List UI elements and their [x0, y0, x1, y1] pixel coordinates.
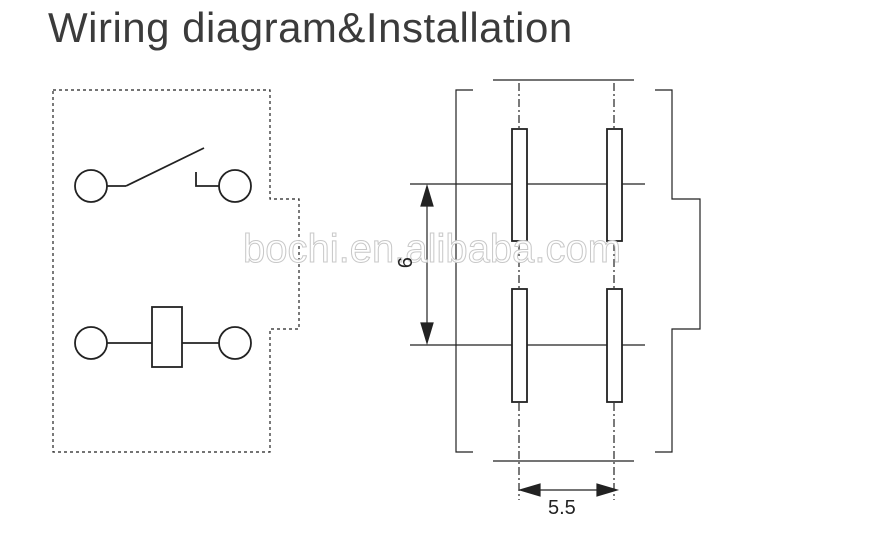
- vertical-dimension: [420, 183, 434, 346]
- watermark: bochi.en.alibaba.com: [242, 227, 622, 272]
- left-bracket: [455, 89, 473, 453]
- switch-symbol: [74, 147, 252, 203]
- footprint-panel: [410, 79, 701, 500]
- vertical-arrowhead-top: [420, 183, 434, 207]
- horizontal-dimension-label: 5.5: [548, 497, 576, 519]
- pin-pad: [511, 288, 528, 403]
- coil-body: [151, 306, 183, 368]
- schematic-outline: [52, 89, 300, 453]
- switch-terminal-left: [74, 169, 108, 203]
- pin-pads: [511, 128, 623, 403]
- vertical-dimension-label: 9: [393, 256, 416, 269]
- pin-pad: [606, 128, 623, 242]
- horizontal-arrowhead-right: [596, 483, 620, 497]
- switch-terminal-right: [218, 169, 252, 203]
- page-title: Wiring diagram&Installation: [48, 4, 573, 51]
- pin-pad: [511, 128, 528, 242]
- switch-blade: [125, 147, 205, 187]
- horizontal-dimension: [517, 483, 620, 497]
- coil-terminal-left: [74, 326, 108, 360]
- coil-terminal-right: [218, 326, 252, 360]
- right-bracket: [655, 89, 701, 453]
- horizontal-arrowhead-left: [517, 483, 541, 497]
- pin-pad: [606, 288, 623, 403]
- vertical-arrowhead-bottom: [420, 322, 434, 346]
- switch-contact: [195, 172, 219, 187]
- coil-symbol: [74, 306, 252, 368]
- schematic-panel: [52, 89, 300, 453]
